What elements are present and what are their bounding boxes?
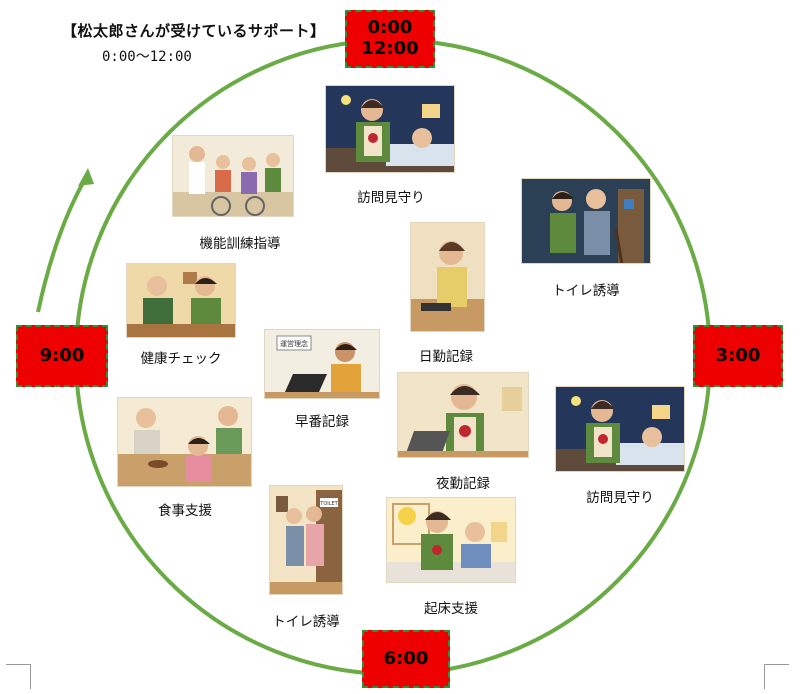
time-mark-right: 3:00: [693, 325, 783, 387]
time-mark-left: 9:00: [16, 325, 108, 387]
activity-label-2: トイレ誘導: [552, 283, 620, 299]
toilet-guidance-scene: [521, 178, 651, 264]
activity-label-8: 訪問見守り: [586, 490, 654, 506]
rehab-training-scene: [172, 135, 294, 217]
toilet-guidance-illustration-2: TOILET: [270, 490, 342, 594]
meal-support-illustration: [118, 406, 251, 486]
day-record-scene: [410, 222, 485, 332]
activity-label-6: 早番記録: [295, 414, 349, 430]
early-record-sign: 運営理念: [280, 339, 308, 348]
early-shift-record-scene: 運営理念: [264, 329, 380, 399]
toilet-sign: TOILET: [319, 501, 338, 507]
health-check-scene: [126, 263, 236, 338]
corner-mark-right: [764, 664, 789, 689]
wakeup-support-illustration: [387, 503, 515, 582]
direction-arrow-line: [36, 172, 90, 313]
wakeup-support-scene: [386, 497, 516, 583]
activity-label-4: 機能訓練指導: [199, 236, 281, 252]
direction-arrow-head: [78, 168, 94, 186]
health-check-illustration: [127, 272, 235, 337]
activity-label-5: 健康チェック: [140, 351, 222, 367]
activity-label-10: トイレ誘導: [272, 614, 340, 630]
day-record-illustration: [411, 241, 484, 331]
night-visit-scene-2: [555, 386, 685, 472]
activity-label-7: 夜勤記録: [436, 476, 490, 492]
diagram-title: 【松太郎さんが受けているサポート】: [62, 22, 326, 40]
time-range: 0:00～12:00: [102, 49, 192, 65]
night-visit-scene: [325, 85, 455, 173]
rehab-training-illustration: [173, 146, 293, 216]
time-mark-bottom: 6:00: [362, 630, 450, 688]
time-mark-top-line1: 0:00: [367, 17, 413, 39]
early-shift-record-illustration: 運営理念: [265, 335, 379, 398]
toilet-guidance-illustration: [550, 189, 644, 263]
activity-label-3: 日勤記録: [419, 349, 473, 365]
time-mark-top-line2: 12:00: [361, 38, 419, 59]
time-mark-top: 0:00 12:00: [345, 10, 435, 68]
meal-support-scene: [117, 397, 252, 487]
night-visit-illustration-2: [556, 396, 684, 471]
night-shift-record-illustration: [398, 384, 528, 457]
activity-label-11: 起床支援: [424, 601, 478, 617]
toilet-guidance-scene-2: TOILET: [269, 485, 343, 595]
corner-mark-left: [6, 664, 31, 689]
activity-label-9: 食事支援: [158, 503, 212, 519]
activity-label-1: 訪問見守り: [357, 190, 425, 206]
night-visit-illustration: [326, 95, 454, 172]
night-shift-record-scene: [397, 372, 529, 458]
